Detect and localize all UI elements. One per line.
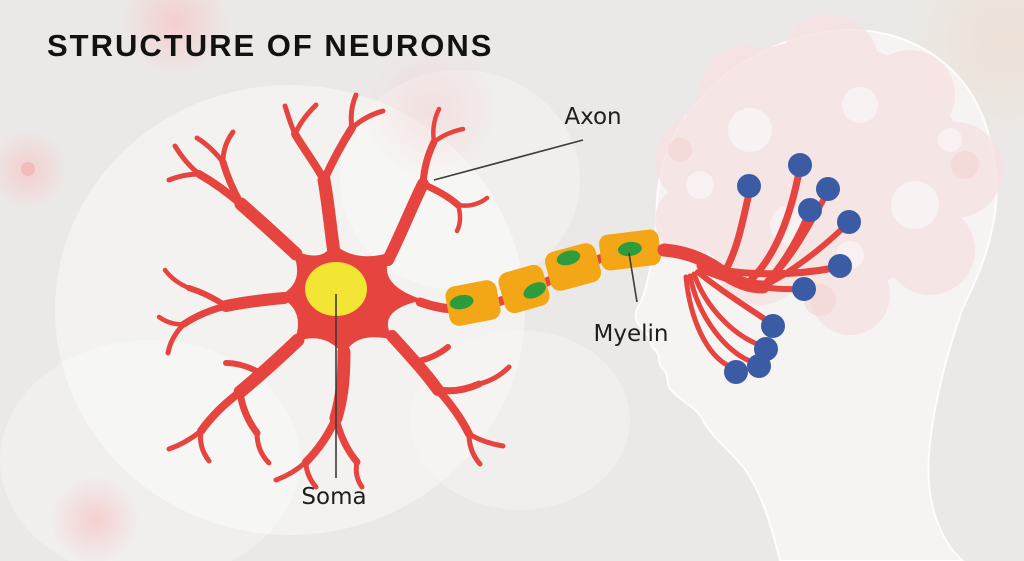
terminal-button [737,174,761,198]
terminal-button [837,210,861,234]
terminal-button [747,354,771,378]
myelin-leader-line [628,252,638,303]
axon-leader-line [433,139,584,181]
label-myelin: Myelin [593,321,669,347]
dendrites [156,92,512,490]
terminal-button [788,153,812,177]
terminal-button [724,360,748,384]
axon-terminal-buttons [724,153,861,384]
terminal-button [798,198,822,222]
terminal-button [761,314,785,338]
myelin-segment [544,243,602,291]
myelin-segment [445,280,501,326]
terminal-button [816,177,840,201]
axon-terminal-branches [657,173,846,370]
myelin-segment [498,264,550,314]
label-soma: Soma [301,484,367,510]
page-title: STRUCTURE OF NEURONS [47,28,494,63]
terminal-button [792,277,816,301]
terminal-button [828,254,852,278]
nucleus [305,262,367,316]
myelin-node [449,294,474,310]
myelin-node [523,282,546,299]
myelin-sheath [445,229,661,326]
myelin-node [556,250,581,266]
myelin-node [617,241,642,257]
brain-watermark [655,14,1003,335]
label-axon: Axon [564,104,622,130]
